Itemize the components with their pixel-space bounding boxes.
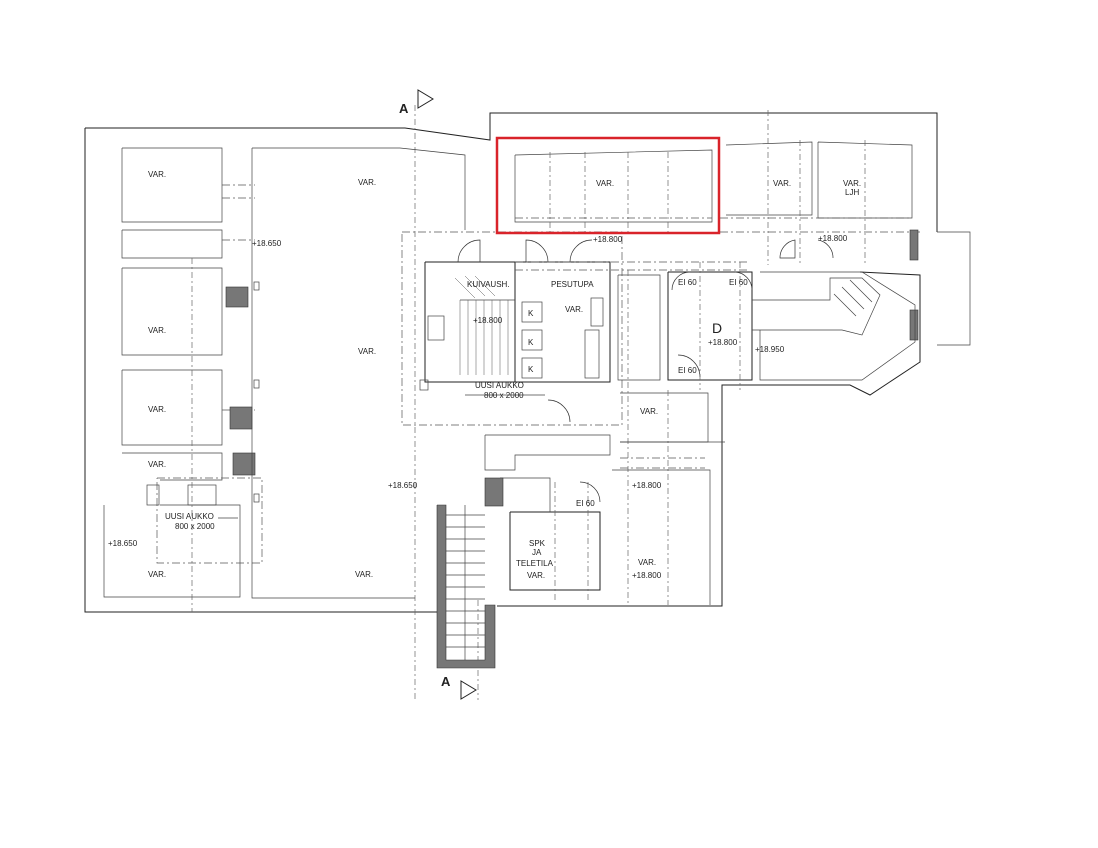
label-left-var-5: VAR. <box>148 570 166 579</box>
label-bottom-right-var: VAR. <box>638 558 656 567</box>
label-left-var-3: VAR. <box>148 405 166 414</box>
label-teletila-var: VAR. <box>527 571 545 580</box>
laundry-block <box>419 239 750 396</box>
section-line-a: A A <box>399 89 479 700</box>
level-mid-650: +18.650 <box>388 481 418 490</box>
fixture-k2: K <box>528 338 534 347</box>
section-marker-bottom: A <box>441 674 451 689</box>
highlighted-storage <box>495 136 721 235</box>
highlight-box <box>495 136 721 235</box>
opening-left-size: 800 x 2000 <box>175 522 215 531</box>
label-left-var-1: VAR. <box>148 170 166 179</box>
label-pesutupa-var: VAR. <box>565 305 583 314</box>
fire-door-labels: EI 60 EI 60 EI 60 EI 60 <box>576 278 748 508</box>
room-labels: VAR. VAR. VAR. VAR. VAR. VAR. VAR. VAR. … <box>148 170 861 580</box>
label-big-var-bottom: VAR. <box>355 570 373 579</box>
fire-door-teletila: EI 60 <box>576 499 595 508</box>
staircase <box>436 504 496 669</box>
teletila-room <box>484 399 611 600</box>
label-room-d: D <box>712 320 722 336</box>
opening-left-title: UUSI AUKKO <box>165 512 214 521</box>
label-highlight-var: VAR. <box>596 179 614 188</box>
top-right-storage <box>720 110 920 341</box>
building-outline <box>84 112 971 613</box>
section-marker-top: A <box>399 101 409 116</box>
label-ja: JA <box>532 548 542 557</box>
fixture-labels: K K K <box>528 309 534 374</box>
label-top-right-var: VAR. <box>773 179 791 188</box>
level-kuivaush-800: +18.800 <box>473 316 503 325</box>
level-d-950: +18.950 <box>755 345 785 354</box>
fixture-k3: K <box>528 365 534 374</box>
section-arrow-bottom <box>460 680 477 700</box>
level-top-right-800: +18.800 <box>818 234 848 243</box>
level-left-650: +18.650 <box>252 239 282 248</box>
label-left-var-4: VAR. <box>148 460 166 469</box>
label-spk: SPK <box>529 539 546 548</box>
label-kuivaush: KUIVAUSH. <box>467 280 510 289</box>
left-storage-column <box>103 147 263 612</box>
fire-door-d-top-right: EI 60 <box>729 278 748 287</box>
opening-labels: UUSI AUKKO 800 x 2000 UUSI AUKKO 800 x 2… <box>165 381 524 531</box>
label-left-var-2: VAR. <box>148 326 166 335</box>
label-ljh-var: VAR. <box>843 179 861 188</box>
drying-racks <box>454 275 509 375</box>
fixture-k1: K <box>528 309 534 318</box>
level-top-800: +18.800 <box>593 235 623 244</box>
label-pesutupa: PESUTUPA <box>551 280 594 289</box>
level-d-800: +18.800 <box>708 338 738 347</box>
section-arrow-top <box>417 89 434 109</box>
level-labels: +18.650 +18.650 +18.650 +18.800 +18.800 … <box>108 234 848 580</box>
label-ljh: LJH <box>845 188 859 197</box>
label-big-var-top: VAR. <box>358 178 376 187</box>
label-center-var: VAR. <box>640 407 658 416</box>
fire-door-d-bottom: EI 60 <box>678 366 697 375</box>
fire-door-d-top-left: EI 60 <box>678 278 697 287</box>
level-mid-right-800: +18.800 <box>632 481 662 490</box>
center-right-storage <box>612 270 725 605</box>
label-big-var-mid: VAR. <box>358 347 376 356</box>
opening-center-size: 800 x 2000 <box>484 391 524 400</box>
room-d <box>667 262 916 390</box>
opening-center-title: UUSI AUKKO <box>475 381 524 390</box>
level-bottom-left-650: +18.650 <box>108 539 138 548</box>
level-bottom-right-800: +18.800 <box>632 571 662 580</box>
label-teletila: TELETILA <box>516 559 554 568</box>
